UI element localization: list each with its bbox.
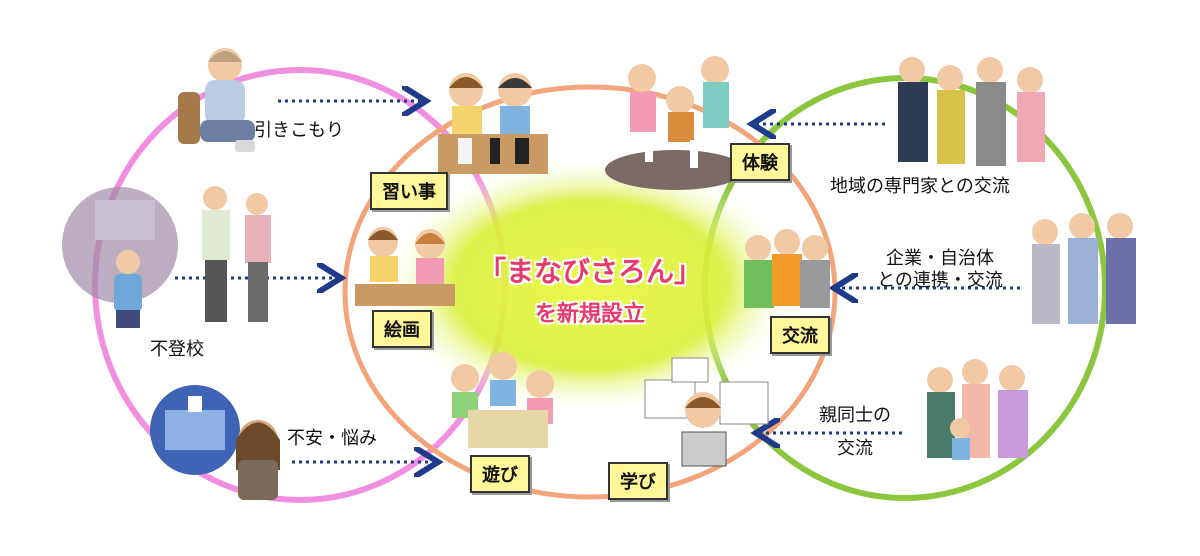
center-glow <box>380 155 800 415</box>
label-experience: 体験 <box>730 143 790 181</box>
partner-parents-line1: 親同士の <box>819 405 891 426</box>
label-lessons: 習い事 <box>370 172 448 210</box>
partner-corporate-line2: との連携・交流 <box>877 270 1003 291</box>
center-title: 「まなびさろん」 <box>477 255 702 288</box>
issue-withdrawal: 引きこもり <box>254 120 344 141</box>
learning-illustration <box>644 357 769 467</box>
partner-experts: 地域の専門家との交流 <box>830 176 1010 197</box>
partner-corporate-line1: 企業・自治体 <box>886 248 994 269</box>
center-subtitle: を新規設立 <box>534 302 645 327</box>
corporate-illustration <box>1032 213 1136 324</box>
partner-parents-line2: 交流 <box>837 438 873 459</box>
anxiety-illustration <box>150 385 280 500</box>
withdrawal-illustration <box>178 48 255 152</box>
experience-illustration <box>605 56 745 190</box>
exchange-illustration <box>744 229 830 308</box>
school-refusal-illustration <box>62 186 271 328</box>
lessons-illustration <box>438 73 548 174</box>
label-learning: 学び <box>608 462 668 500</box>
label-painting: 絵画 <box>372 310 432 348</box>
label-play: 遊び <box>470 455 530 493</box>
parents-illustration <box>927 359 1028 460</box>
label-exchange: 交流 <box>770 316 830 354</box>
play-illustration <box>451 352 554 448</box>
issue-anxiety: 不安・悩み <box>287 428 377 449</box>
painting-illustration <box>355 227 455 306</box>
experts-illustration <box>898 57 1045 166</box>
issue-school-refusal: 不登校 <box>150 339 204 360</box>
